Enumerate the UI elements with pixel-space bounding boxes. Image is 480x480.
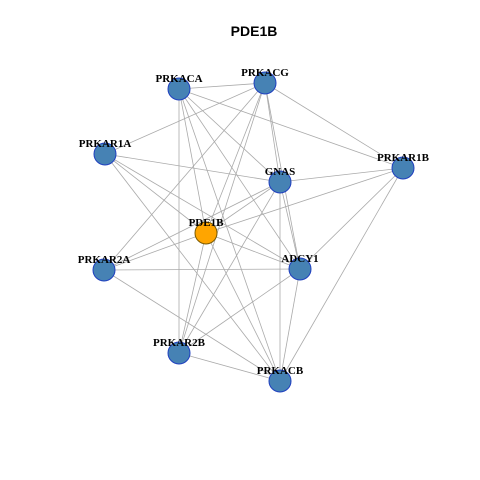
node-label-prkar2a: PRKAR2A bbox=[78, 254, 131, 266]
node-label-prkar1a: PRKAR1A bbox=[79, 138, 132, 150]
node-prkar2b[interactable]: PRKAR2B bbox=[153, 337, 206, 365]
node-prkar1a[interactable]: PRKAR1A bbox=[79, 138, 132, 166]
node-prkar1b[interactable]: PRKAR1B bbox=[377, 152, 430, 180]
edges-layer bbox=[103, 82, 404, 382]
nodes-layer: PRKACA PRKACG PRKAR1A PRKAR1B GNAS PDE1B PRKAR… bbox=[78, 67, 430, 393]
edge-prkar2a-prkacb bbox=[103, 269, 281, 382]
edge-prkar1b-prkacb bbox=[279, 167, 404, 382]
edge-prkacg-prkar1a bbox=[104, 82, 266, 155]
edge-prkacg-prkar1b bbox=[264, 82, 404, 169]
edge-prkacg-gnas bbox=[264, 82, 281, 183]
node-label-gnas: GNAS bbox=[265, 166, 296, 178]
node-prkacg[interactable]: PRKACG bbox=[241, 67, 289, 95]
edge-adcy1-prkacb bbox=[279, 268, 301, 382]
node-adcy1[interactable]: ADCY1 bbox=[281, 253, 319, 281]
node-label-prkar2b: PRKAR2B bbox=[153, 337, 206, 349]
edge-pde1b-prkacb bbox=[205, 232, 281, 382]
node-prkaca[interactable]: PRKACA bbox=[155, 73, 203, 101]
edge-prkaca-gnas bbox=[178, 88, 281, 183]
edge-prkacg-prkar2a bbox=[103, 82, 266, 271]
node-circle-prkar2b[interactable] bbox=[167, 341, 191, 365]
node-circle-prkar1a[interactable] bbox=[93, 142, 117, 166]
node-circle-gnas[interactable] bbox=[268, 170, 292, 194]
node-label-pde1b: PDE1B bbox=[189, 217, 225, 229]
node-label-prkaca: PRKACA bbox=[155, 73, 202, 85]
node-gnas[interactable]: GNAS bbox=[265, 166, 296, 194]
edge-prkar1a-gnas bbox=[104, 153, 281, 183]
node-label-prkar1b: PRKAR1B bbox=[377, 152, 430, 164]
edge-gnas-pde1b bbox=[205, 181, 281, 234]
edge-prkar2b-prkacb bbox=[178, 352, 281, 382]
node-circle-adcy1[interactable] bbox=[288, 257, 312, 281]
edge-gnas-prkar2b bbox=[178, 181, 281, 354]
edge-prkar1a-adcy1 bbox=[104, 153, 301, 270]
node-pde1b[interactable]: PDE1B bbox=[189, 217, 225, 245]
edge-prkaca-prkacb bbox=[178, 88, 281, 382]
edge-prkaca-pde1b bbox=[178, 88, 207, 234]
node-label-prkacg: PRKACG bbox=[241, 67, 289, 79]
node-label-adcy1: ADCY1 bbox=[281, 253, 318, 265]
edge-prkaca-prkar1b bbox=[178, 88, 404, 169]
edge-gnas-prkar2a bbox=[103, 181, 281, 271]
edge-pde1b-prkar2a bbox=[103, 232, 207, 271]
node-circle-prkar1b[interactable] bbox=[391, 156, 415, 180]
node-circle-prkacb[interactable] bbox=[268, 369, 292, 393]
node-circle-prkar2a[interactable] bbox=[92, 258, 116, 282]
edge-prkar1b-adcy1 bbox=[299, 167, 404, 270]
edge-prkar1b-pde1b bbox=[205, 167, 404, 234]
edge-prkar1b-gnas bbox=[279, 167, 404, 183]
edge-prkar2a-adcy1 bbox=[103, 268, 301, 271]
node-circle-prkaca[interactable] bbox=[167, 77, 191, 101]
edge-pde1b-prkar2b bbox=[178, 232, 207, 354]
node-circle-prkacg[interactable] bbox=[253, 71, 277, 95]
edge-prkacg-pde1b bbox=[205, 82, 266, 234]
edge-prkacg-prkar2b bbox=[178, 82, 266, 354]
node-label-prkacb: PRKACB bbox=[257, 365, 304, 377]
node-circle-pde1b[interactable] bbox=[194, 221, 218, 245]
diagram-title: PDE1B bbox=[231, 23, 278, 39]
edge-prkar1a-pde1b bbox=[104, 153, 207, 234]
edge-pde1b-adcy1 bbox=[205, 232, 301, 270]
edge-prkaca-prkacg bbox=[178, 82, 266, 90]
edge-gnas-adcy1 bbox=[279, 181, 301, 270]
edge-prkar1a-prkacb bbox=[104, 153, 281, 382]
edge-adcy1-prkar2b bbox=[178, 268, 301, 354]
node-prkar2a[interactable]: PRKAR2A bbox=[78, 254, 131, 282]
node-prkacb[interactable]: PRKACB bbox=[257, 365, 304, 393]
